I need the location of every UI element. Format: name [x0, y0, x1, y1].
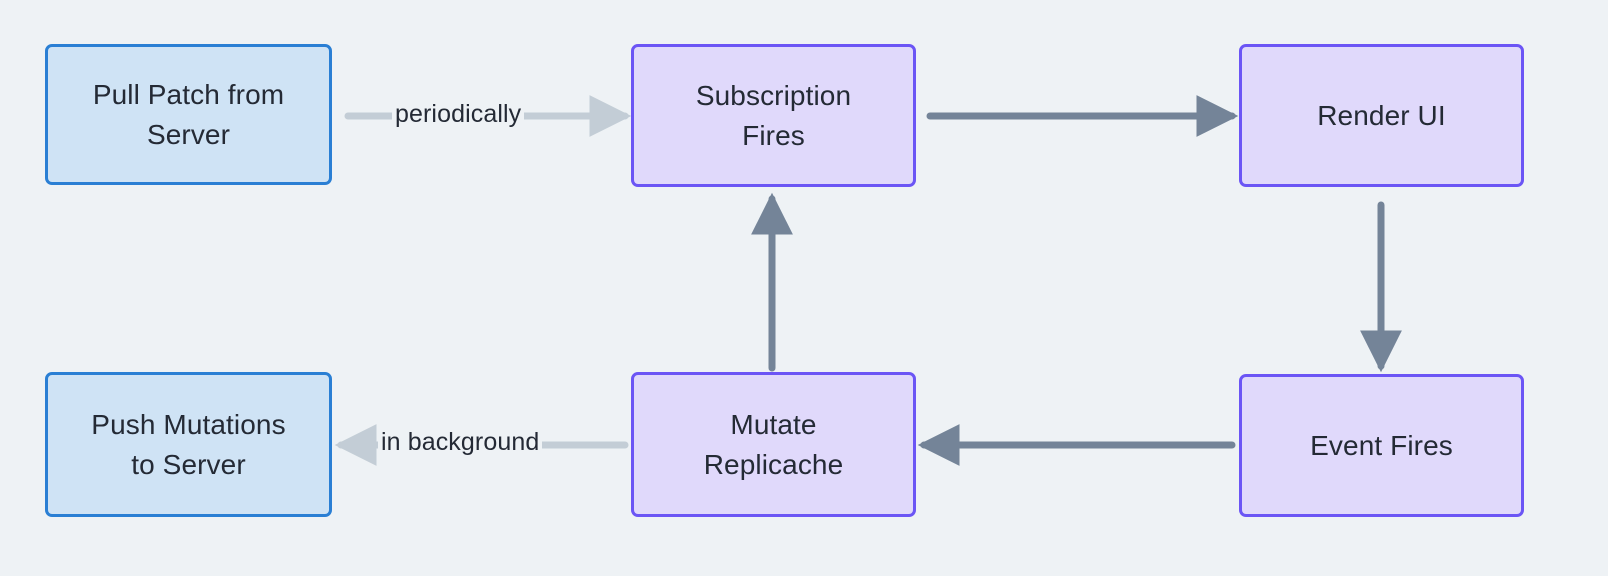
node-subscription-fires[interactable]: Subscription Fires	[631, 44, 916, 187]
node-label: Push Mutations to Server	[91, 408, 286, 480]
edge-label-periodically: periodically	[392, 100, 525, 129]
node-label: Render UI	[1317, 99, 1446, 131]
edge-label-in-background: in background	[378, 428, 543, 457]
node-render-ui[interactable]: Render UI	[1239, 44, 1524, 187]
node-pull-patch-from-server[interactable]: Pull Patch from Server	[45, 44, 332, 185]
node-label: Event Fires	[1310, 429, 1453, 461]
node-label: Mutate Replicache	[703, 408, 844, 480]
node-mutate-replicache[interactable]: Mutate Replicache	[631, 372, 916, 517]
node-push-mutations-to-server[interactable]: Push Mutations to Server	[45, 372, 332, 517]
node-label: Subscription Fires	[695, 79, 852, 151]
node-event-fires[interactable]: Event Fires	[1239, 374, 1524, 517]
node-label: Pull Patch from Server	[92, 78, 285, 150]
